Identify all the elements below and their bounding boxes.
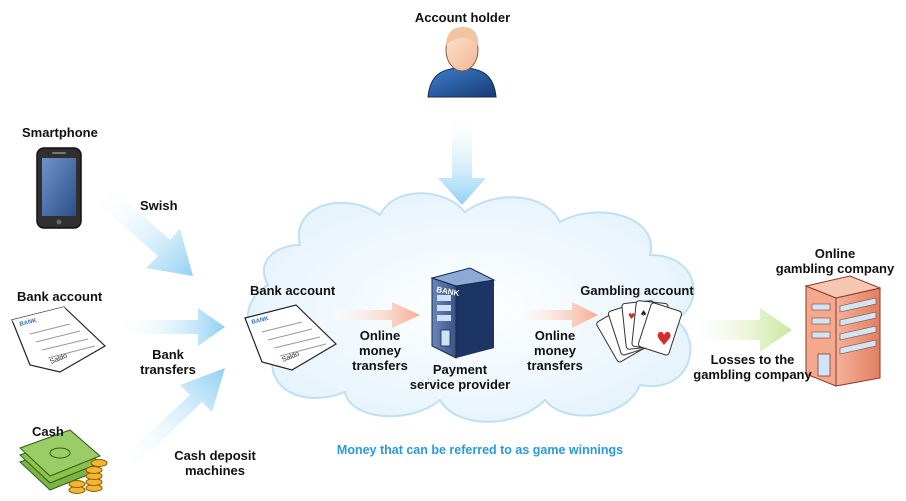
payment-service-provider-label: Payment service provider	[400, 362, 520, 392]
bank-transfers-line-2: transfers	[140, 362, 196, 377]
arrow-bank-transfers	[117, 308, 225, 346]
svg-text:♠: ♠	[640, 309, 647, 318]
bank-building-icon	[430, 267, 496, 359]
cash-icon	[19, 429, 108, 494]
online-transfers-1-line-3: transfers	[352, 358, 408, 373]
cash-label: Cash	[32, 424, 64, 439]
payment-label-line-2: service provider	[409, 377, 511, 392]
cash-deposit-line-1: Cash deposit	[174, 448, 256, 463]
svg-text:♥: ♥	[628, 312, 635, 321]
bank-sign-text: BANK	[436, 285, 461, 298]
online-company-line-1: Online	[814, 246, 856, 261]
payment-label-line-1: Payment	[432, 362, 488, 377]
bank-transfers-line-1: Bank	[152, 347, 184, 362]
online-company-line-2: gambling company	[775, 261, 895, 276]
slip-header-text: BANK	[19, 318, 38, 328]
losses-label: Losses to the gambling company	[690, 352, 815, 382]
losses-line-2: gambling company	[693, 367, 812, 382]
gambling-account-label: Gambling account	[580, 283, 694, 298]
online-transfers-1-line-2: money	[359, 343, 401, 358]
online-transfers-1-label: Online money transfers	[345, 328, 415, 373]
account-holder-label: Account holder	[414, 10, 511, 25]
bank-transfers-label: Bank transfers	[128, 347, 208, 377]
swish-label: Swish	[140, 198, 178, 213]
arrow-online-transfers-1	[335, 302, 420, 328]
losses-line-1: Losses to the	[710, 352, 795, 367]
online-transfers-2-line-1: Online	[534, 328, 576, 343]
company-building-icon	[804, 275, 882, 387]
bank-account-inner-label: Bank account	[250, 283, 336, 298]
cash-deposit-line-2: machines	[185, 463, 245, 478]
smartphone-icon	[36, 147, 82, 229]
person-icon	[427, 27, 497, 98]
cloud-caption: Money that can be referred to as game wi…	[336, 443, 624, 457]
online-transfers-2-line-3: transfers	[527, 358, 583, 373]
online-transfers-1-line-1: Online	[359, 328, 401, 343]
arrow-cash-deposit	[122, 368, 225, 468]
online-transfers-2-line-2: money	[534, 343, 576, 358]
arrow-account-holder	[438, 110, 486, 205]
bank-account-source-label: Bank account	[17, 289, 103, 304]
playing-cards-icon: ♥ ♥ ♠	[596, 300, 683, 363]
smartphone-label: Smartphone	[22, 125, 98, 140]
cash-deposit-label: Cash deposit machines	[160, 448, 270, 478]
arrow-losses	[688, 308, 792, 352]
online-transfers-2-label: Online money transfers	[520, 328, 590, 373]
arrow-online-transfers-2	[516, 302, 598, 328]
svg-text:♥: ♥	[656, 329, 672, 350]
online-company-label: Online gambling company	[770, 246, 900, 276]
inner-slip-header-text: BANK	[251, 316, 270, 326]
arrow-swish	[100, 188, 193, 276]
bank-slip-icon-inner	[244, 304, 337, 371]
bank-slip-icon	[11, 306, 106, 373]
